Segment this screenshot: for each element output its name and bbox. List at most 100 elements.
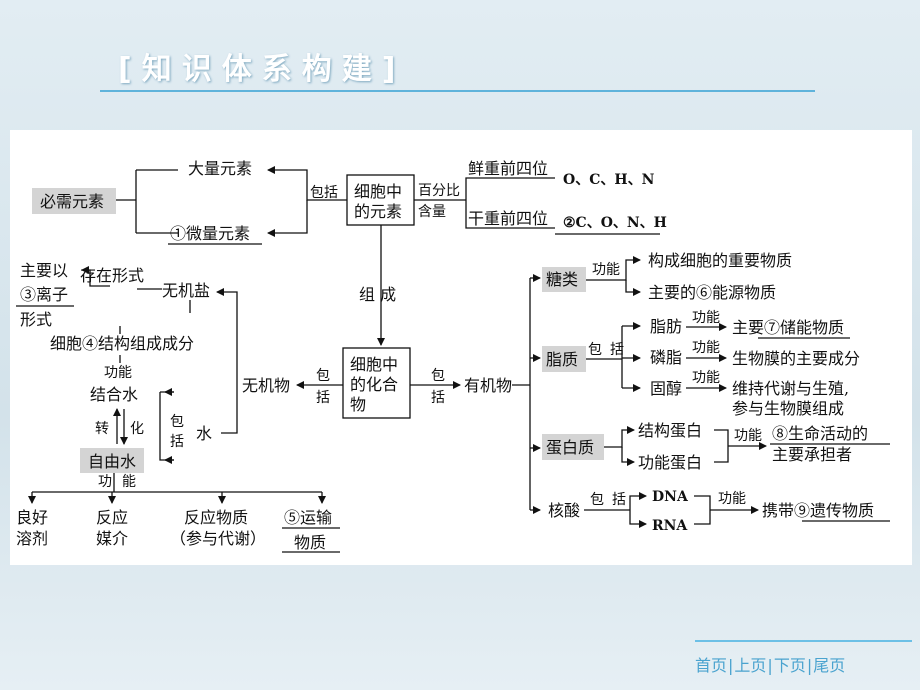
dry-weight-label: 干重前四位 [468,209,548,228]
fresh-weight-value: O、C、H、N [563,172,655,188]
func-reactant-1: 反应物质 [184,508,248,527]
micro-elements: ①微量元素 [170,224,250,243]
sugar-function-label: 功能 [592,262,620,278]
salt-form-line2: ③离子 [20,285,68,304]
cell-elements-line2: 的元素 [354,202,402,221]
func-transport-1: ⑤运输 [284,508,332,527]
func-protein: 功能蛋白 [638,453,702,472]
sterol-label: 固醇 [650,379,682,398]
protein-label: 蛋白质 [546,438,594,457]
func-medium-2: 媒介 [96,529,128,548]
nav-separator: | [806,656,813,675]
water-bao: 包 [170,414,184,430]
arrow-to-rna [629,510,647,528]
nav-prev-page[interactable]: 上页 [734,656,767,675]
sugar-label: 糖类 [546,270,578,289]
sterol-function-label: 功能 [692,370,720,386]
func-solvent-2: 溶剂 [16,529,48,548]
slide-navigation: 首页|上页|下页|尾页 [695,640,912,676]
salt-form-line3: 形式 [20,310,52,329]
nucleic-label: 核酸 [548,501,580,520]
sugar-highlight [542,267,586,292]
water-label: 水 [196,424,212,443]
sugar-function-2: 主要的⑥能源物质 [648,283,776,302]
page-title: [知识体系构建] [118,52,406,87]
salt-role: 细胞④结构组成成分 [50,334,194,353]
lipid-label: 脂质 [546,350,578,369]
compose-label: 组 成 [359,285,396,304]
nav-next-page[interactable]: 下页 [773,656,806,675]
nav-last-page[interactable]: 尾页 [813,656,846,675]
organic-kuo: 括 [431,390,445,406]
bound-water: 结合水 [90,385,138,404]
arrow-to-struct-protein [604,426,635,448]
arrow-to-func-protein [621,447,635,466]
fresh-branch [465,177,555,200]
inorganic-kuo: 括 [316,390,330,406]
protein-function-2: 主要承担者 [772,445,852,464]
lipid-highlight [542,346,586,372]
protein-function-arrow [714,429,766,463]
fat-label: 脂肪 [650,317,682,336]
inorganic-label: 无机物 [242,376,290,395]
organic-label: 有机物 [464,376,512,395]
cell-elements-line1: 细胞中 [354,182,402,201]
lipid-bao: 包 [588,342,602,358]
fresh-weight-label: 鲜重前四位 [468,159,548,178]
macro-elements: 大量元素 [188,159,252,178]
sugar-function-1: 构成细胞的重要物质 [648,251,792,270]
func-reactant-2: （参与代谢） [170,529,266,548]
cell-compounds-line2: 的化合 [350,375,398,394]
phospholipid-function: 生物膜的主要成分 [732,349,860,368]
nucleic-function-arrow [694,495,758,525]
free-water-highlight [80,448,144,473]
nav-first-page[interactable]: 首页 [695,656,728,675]
include-label: 包括 [310,185,338,201]
nav-separator: | [728,656,734,675]
required-elements-highlight [32,188,116,214]
lipid-kuo: 括 [610,342,624,358]
nav-separator: | [767,656,773,675]
organic-bao: 包 [431,368,445,384]
percent-label: 百分比 [418,183,460,199]
nucleic-bao: 包 [590,492,604,508]
cell-compounds-line1: 细胞中 [350,355,398,374]
rna-label: RNA [652,518,688,534]
salt-form-label: 存在形式 [80,266,144,285]
phospholipid-label: 磷脂 [650,348,682,367]
nucleic-kuo: 括 [612,492,626,508]
free-function-neng: 能 [122,474,136,490]
required-branch [116,170,137,233]
title-bar: [知识体系构建] [100,40,815,92]
func-medium-1: 反应 [96,508,128,527]
func-transport-2: 物质 [294,533,326,552]
dry-weight-value: ②C、O、N、H [563,215,667,231]
nucleic-function-label: 功能 [718,491,746,507]
phospholipid-function-label: 功能 [692,340,720,356]
protein-function-1: ⑧生命活动的 [772,424,868,443]
sterol-function-2: 参与生物膜组成 [732,399,844,418]
salt-label: 无机盐 [162,281,210,300]
arrow-sugar-func1 [586,256,641,281]
func-solvent-1: 良好 [16,508,48,527]
cell-compounds-line3: 物 [350,395,366,414]
arrow-sugar-func2 [625,280,641,296]
concept-map: 必需元素 大量元素 ①微量元素 细胞中 的元素 包括 百分比 含量 鲜重前四位 … [16,159,890,553]
protein-highlight [542,434,604,460]
nucleic-function: 携带⑨遗传物质 [762,501,874,520]
fat-function-label: 功能 [692,310,720,326]
convert-hua: 化 [130,421,144,437]
arrow-to-salt-form [81,266,110,287]
required-elements: 必需元素 [40,192,104,211]
fat-function: 主要⑦储能物质 [732,318,844,337]
inorganic-bao: 包 [316,368,330,384]
arrow-to-salt [216,288,238,385]
cell-compounds-box [342,347,411,419]
concept-map-panel: 必需元素 大量元素 ①微量元素 细胞中 的元素 包括 百分比 含量 鲜重前四位 … [10,130,912,565]
struct-protein: 结构蛋白 [638,421,702,440]
protein-function-label: 功能 [734,428,762,444]
salt-form-line1: 主要以 [20,261,68,280]
water-branch [221,385,238,434]
sterol-function-1: 维持代谢与生殖, [732,379,849,398]
arrow-to-micro [267,200,308,237]
